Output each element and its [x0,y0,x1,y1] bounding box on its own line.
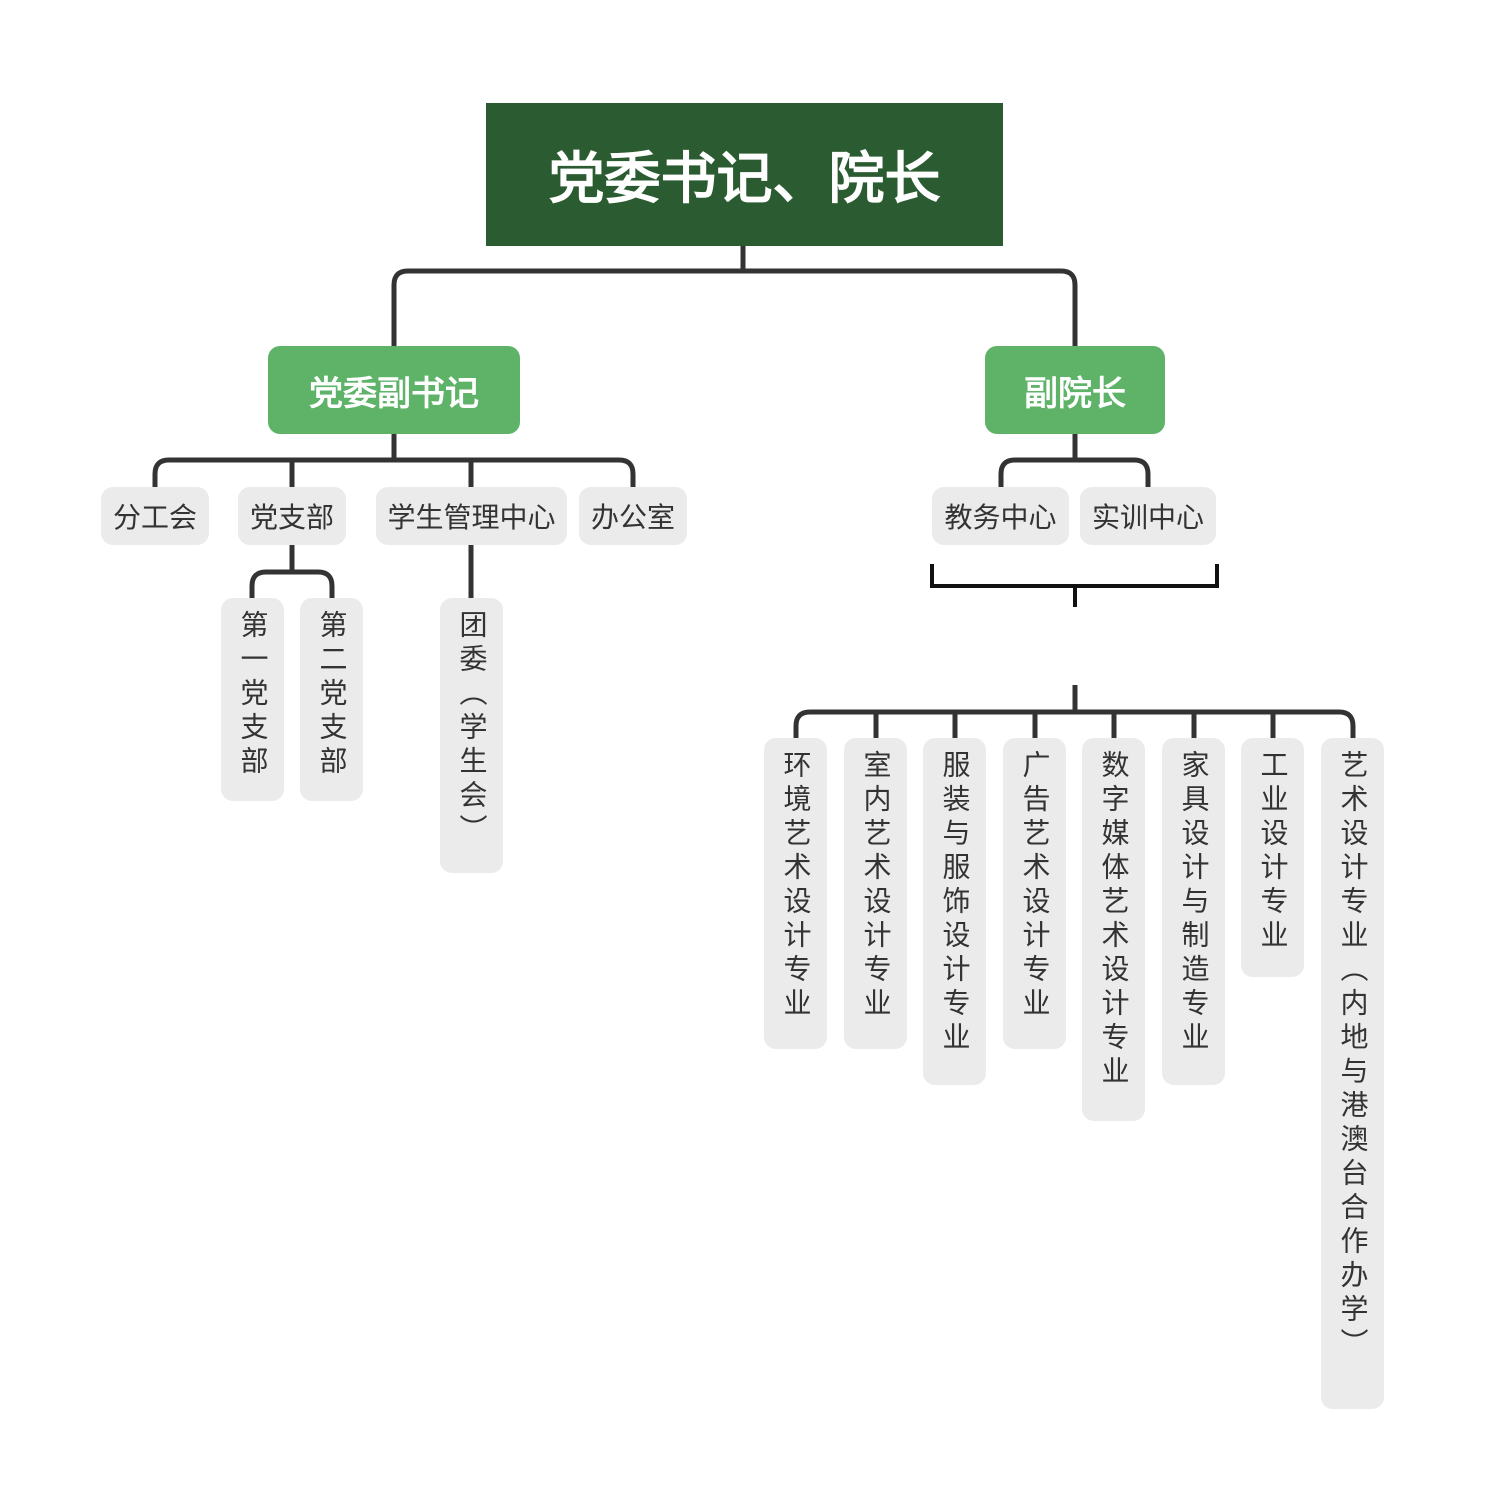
node-second-party-branch-label: 第二党支部 [315,610,349,780]
node-first-party-branch-label: 第一党支部 [236,610,270,780]
node-office[interactable]: 办公室 [579,487,687,545]
node-party-branch-label: 党支部 [249,501,334,534]
node-second-party-branch[interactable]: 第二党支部 [300,598,363,801]
vice-dean-node[interactable]: 副院长 [985,346,1165,434]
major-environmental-art[interactable]: 环境艺术设计专业 [764,738,827,1049]
node-student-center[interactable]: 学生管理中心 [376,487,567,545]
node-student-center-label: 学生管理中心 [387,501,556,534]
major-industrial-design[interactable]: 工业设计专业 [1241,738,1304,977]
major-interior-art[interactable]: 室内艺术设计专业 [844,738,907,1049]
node-training-center[interactable]: 实训中心 [1080,487,1216,545]
root-title: 党委书记、院长 [548,147,941,212]
major-fashion[interactable]: 服装与服饰设计专业 [923,738,986,1085]
major-digital-media-label: 数字媒体艺术设计专业 [1097,750,1131,1090]
secretary-node[interactable]: 党委副书记 [268,346,520,434]
major-digital-media[interactable]: 数字媒体艺术设计专业 [1082,738,1145,1121]
major-environmental-art-label: 环境艺术设计专业 [779,750,813,1022]
node-union[interactable]: 分工会 [101,487,209,545]
major-advertising-label: 广告艺术设计专业 [1018,750,1052,1022]
vice-dean-label: 副院长 [1024,373,1126,414]
major-interior-art-label: 室内艺术设计专业 [859,750,893,1022]
major-fashion-label: 服装与服饰设计专业 [938,750,972,1056]
major-furniture[interactable]: 家具设计与制造专业 [1162,738,1225,1085]
node-union-label: 分工会 [112,501,197,534]
node-academic-center-label: 教务中心 [944,501,1057,534]
node-party-branch[interactable]: 党支部 [238,487,346,545]
major-art-design-cooperative[interactable]: 艺术设计专业（内地与港澳台合作办学） [1321,738,1384,1409]
major-art-design-cooperative-label: 艺术设计专业（内地与港澳台合作办学） [1336,750,1370,1362]
node-training-center-label: 实训中心 [1091,501,1204,534]
node-office-label: 办公室 [590,501,675,534]
secretary-label: 党委副书记 [309,373,479,414]
major-furniture-label: 家具设计与制造专业 [1177,750,1211,1056]
node-youth-league-label: 团委（学生会） [455,610,489,848]
node-academic-center[interactable]: 教务中心 [932,487,1069,545]
major-advertising[interactable]: 广告艺术设计专业 [1003,738,1066,1049]
node-youth-league[interactable]: 团委（学生会） [440,598,503,873]
root-node[interactable]: 党委书记、院长 [486,103,1003,246]
major-industrial-design-label: 工业设计专业 [1256,750,1290,954]
node-first-party-branch[interactable]: 第一党支部 [221,598,284,801]
